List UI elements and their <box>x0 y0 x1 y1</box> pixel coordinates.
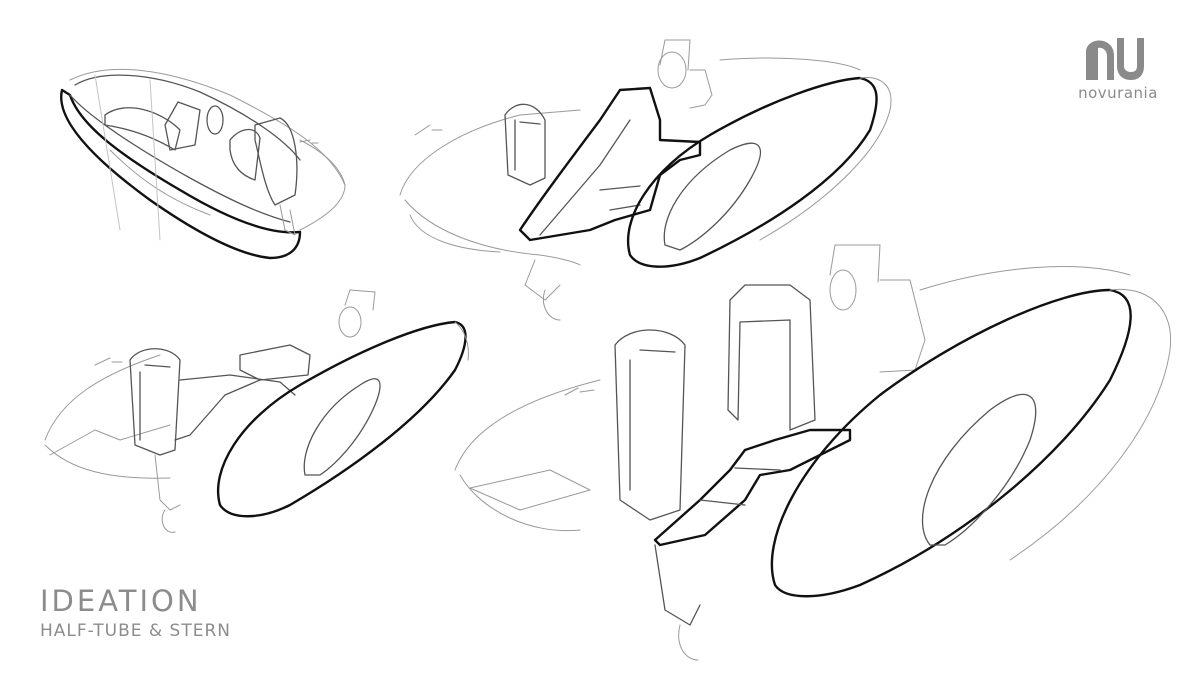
brand-logo: novurania <box>1062 38 1174 108</box>
novurania-logo-mark-icon <box>1086 38 1144 80</box>
caption-title: IDEATION <box>40 584 202 618</box>
caption-subtitle: HALF-TUBE & STERN <box>40 621 231 641</box>
brand-name: novurania <box>1078 84 1158 102</box>
sheet-caption: IDEATION HALF-TUBE & STERN <box>40 584 231 642</box>
sketch-top-center <box>399 39 892 321</box>
sketch-middle-left <box>44 289 469 533</box>
sketch-top-left <box>60 68 346 260</box>
sketch-bottom-right <box>454 244 1172 661</box>
